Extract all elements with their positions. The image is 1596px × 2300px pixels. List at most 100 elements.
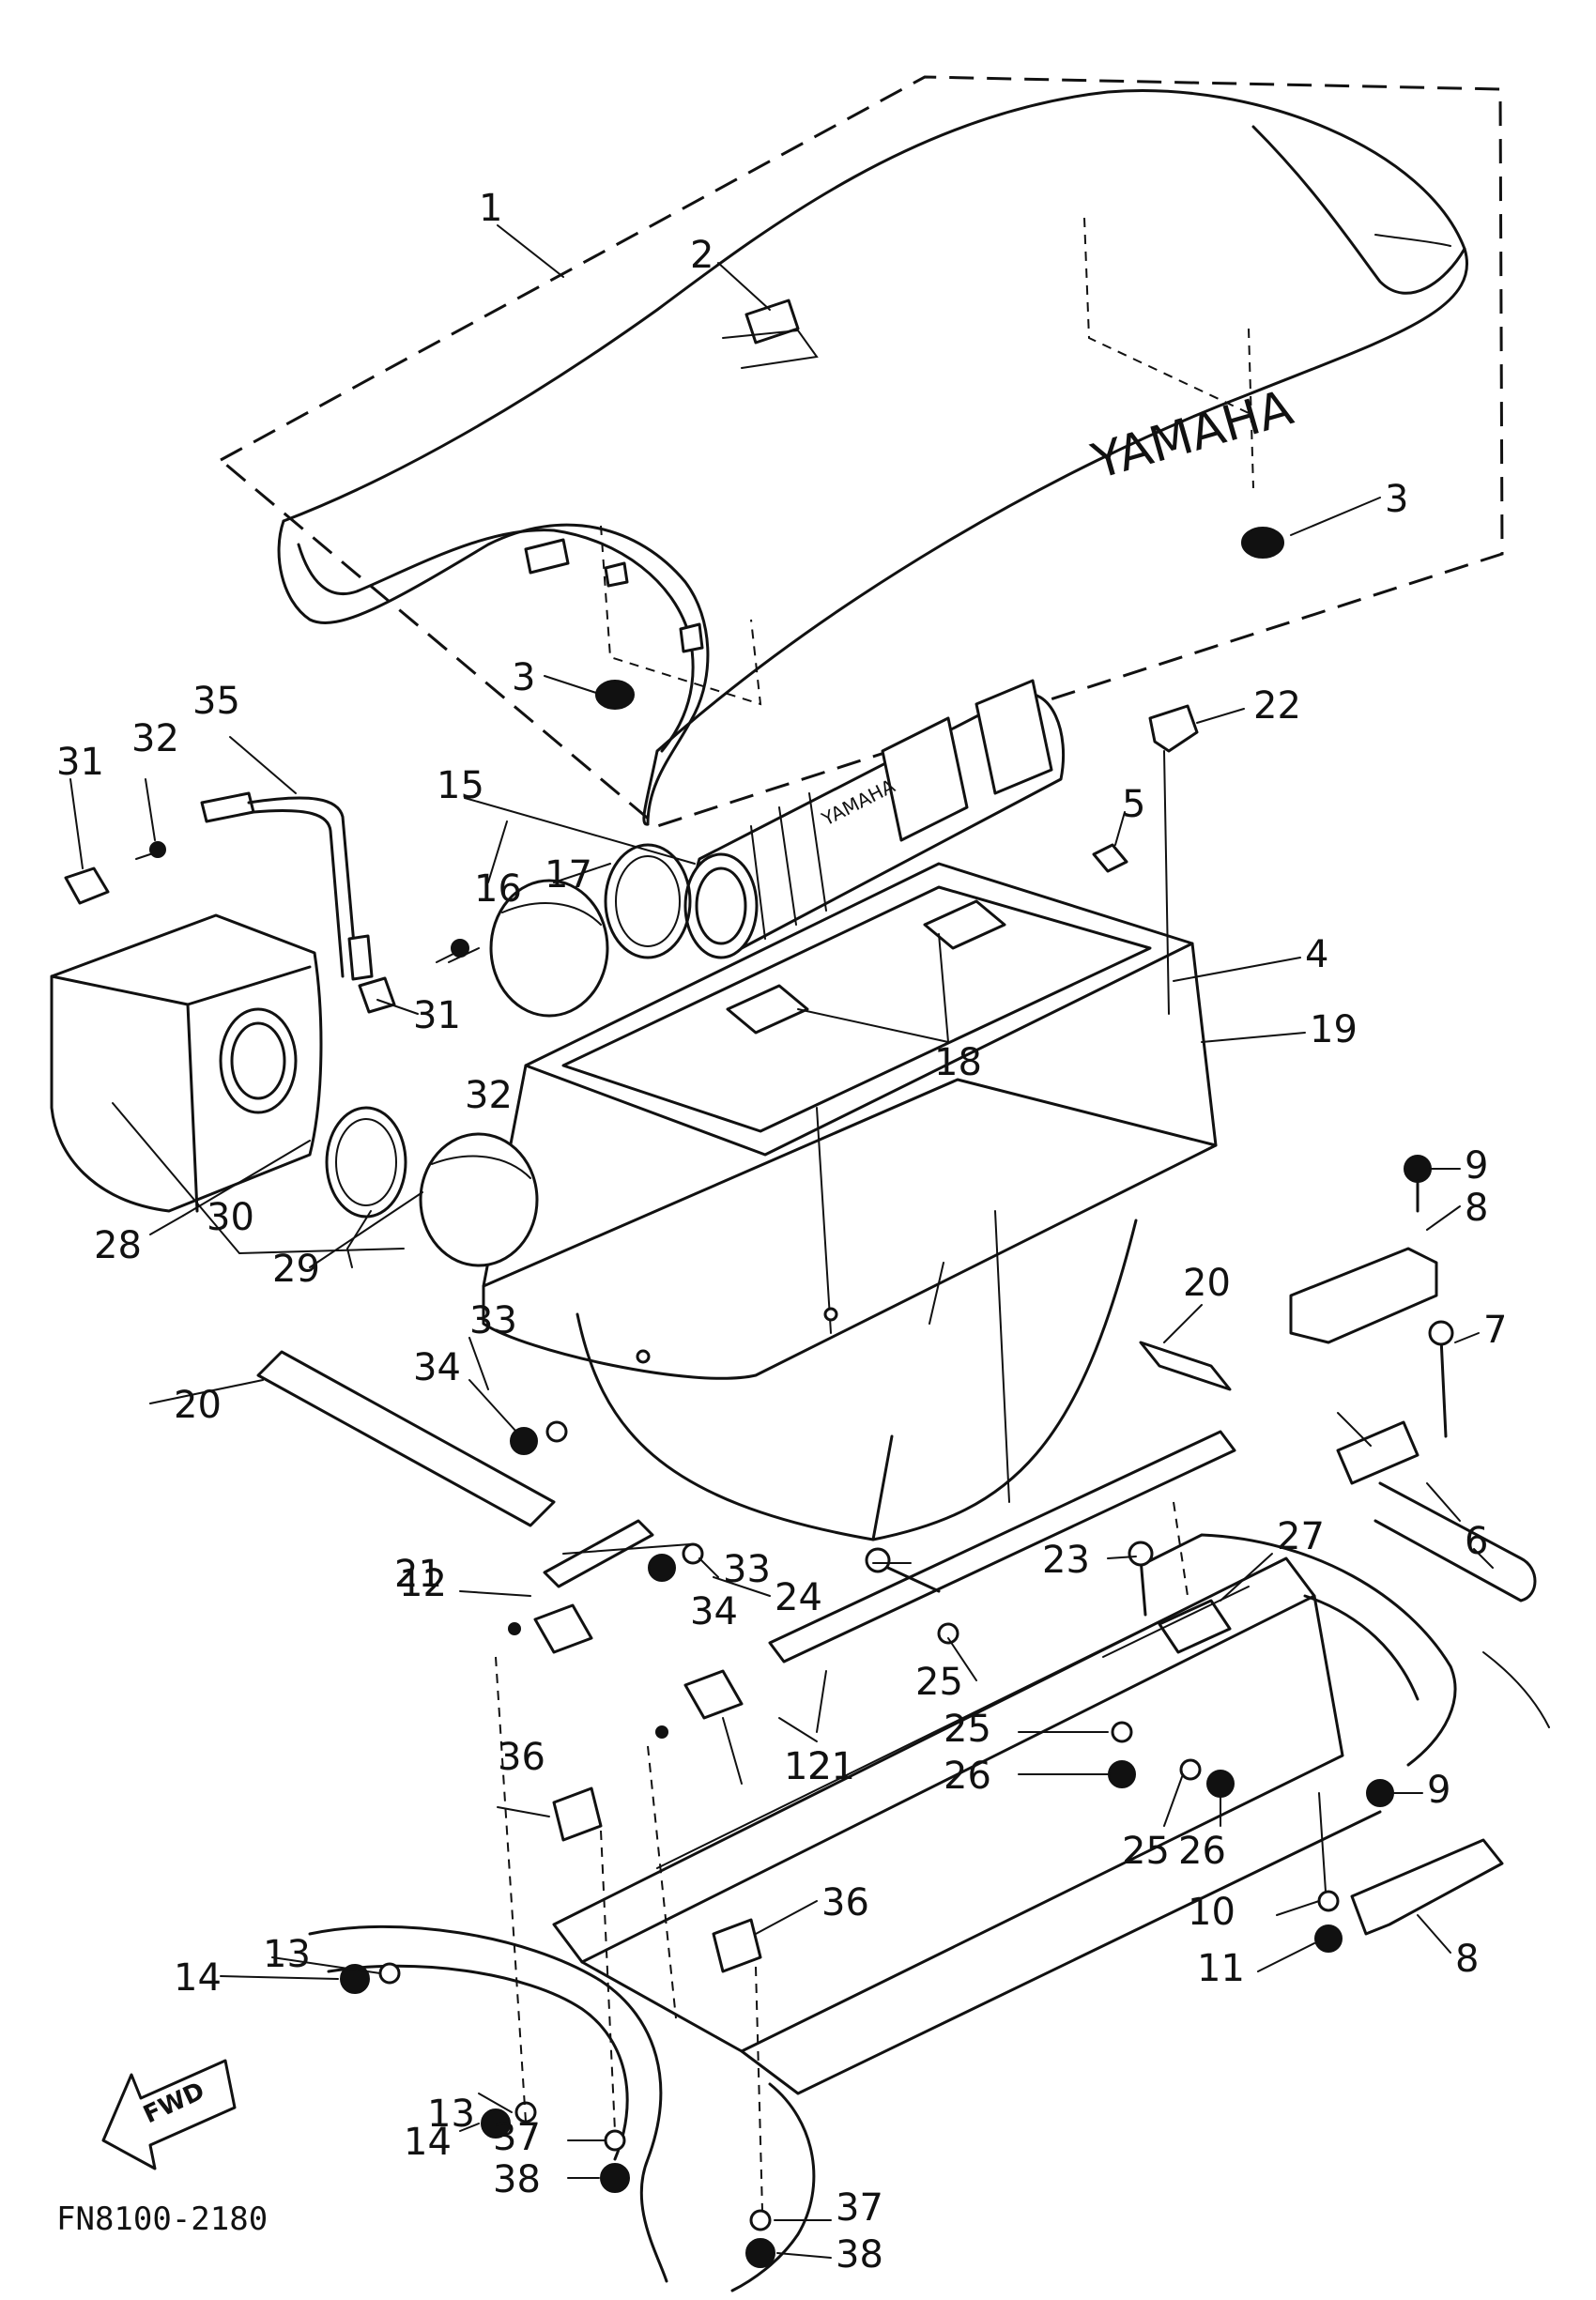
grommet-icon <box>1241 527 1284 559</box>
callout-11: 11 <box>1197 1947 1245 1990</box>
callout-13: 13 <box>263 1933 311 1976</box>
hull-frame <box>308 1247 1550 2292</box>
air-box <box>482 862 1218 1541</box>
callout-9: 9 <box>1465 1144 1488 1188</box>
callout-14: 14 <box>404 2121 452 2164</box>
callout-29: 29 <box>272 1248 320 1291</box>
callout-17: 17 <box>545 853 592 897</box>
callout-27: 27 <box>1277 1515 1325 1558</box>
strips <box>256 1341 1236 1664</box>
block-icon <box>552 1786 603 1842</box>
callout-36: 36 <box>498 1736 545 1779</box>
bolt-icon <box>865 1547 891 1573</box>
seat-brand-text: YAMAHA <box>1085 380 1299 491</box>
callout-19: 19 <box>1310 1008 1358 1051</box>
nut-icon <box>600 2163 630 2193</box>
washer-icon <box>937 1622 959 1645</box>
callout-7: 7 <box>1483 1309 1507 1352</box>
leader-lines <box>69 224 1494 2259</box>
intake-duct: YAMAHA <box>683 679 1066 959</box>
callout-37: 37 <box>493 2116 541 2159</box>
callout-14: 14 <box>174 1956 222 2000</box>
callout-1: 1 <box>479 187 502 230</box>
washer-icon <box>1111 1721 1133 1743</box>
callout-38: 38 <box>836 2233 883 2277</box>
callout-5: 5 <box>1122 783 1145 826</box>
callout-32: 32 <box>131 717 179 760</box>
callout-38: 38 <box>493 2158 541 2201</box>
washer-icon <box>378 1962 401 1985</box>
callout-3: 3 <box>1385 478 1408 521</box>
washer-icon <box>1317 1890 1340 1912</box>
callout-6: 6 <box>1465 1520 1488 1563</box>
washer-icon <box>682 1542 704 1565</box>
callout-35: 35 <box>192 680 240 723</box>
callout-36: 36 <box>821 1881 869 1924</box>
nut-icon <box>745 2238 775 2268</box>
callout-22: 22 <box>1253 684 1301 728</box>
callout-32: 32 <box>465 1074 513 1117</box>
callout-31: 31 <box>56 741 104 784</box>
callout-30: 30 <box>207 1196 254 1239</box>
clip-icon <box>1148 704 1199 753</box>
callout-20: 20 <box>1183 1262 1231 1305</box>
callout-25: 25 <box>944 1708 991 1751</box>
nut-icon <box>1206 1770 1235 1798</box>
callout-9: 9 <box>1427 1769 1450 1812</box>
nut-icon <box>648 1554 676 1582</box>
callout-16: 16 <box>474 867 522 911</box>
nut-icon <box>481 2108 511 2139</box>
callout-33: 33 <box>469 1299 517 1342</box>
washer-icon <box>1179 1758 1202 1781</box>
forward-arrow-icon <box>101 2059 237 2170</box>
washer-icon <box>604 2129 626 2152</box>
callout-10: 10 <box>1188 1891 1235 1934</box>
plate-icon <box>1158 1599 1232 1654</box>
grommet-icon <box>595 680 635 710</box>
nut-icon <box>340 1964 370 1994</box>
clip-icon <box>1092 843 1128 873</box>
callout-20: 20 <box>174 1384 222 1427</box>
callout-34: 34 <box>690 1590 738 1633</box>
callout-12: 12 <box>784 1745 832 1788</box>
callout-21: 21 <box>394 1553 442 1596</box>
bolt-icon <box>1404 1155 1432 1183</box>
callout-26: 26 <box>944 1755 991 1798</box>
callout-24: 24 <box>775 1576 822 1619</box>
nut-icon <box>1108 1760 1136 1788</box>
bolt-icon <box>1366 1779 1394 1807</box>
filter-case <box>50 843 692 1267</box>
callout-18: 18 <box>934 1041 982 1084</box>
washer-icon <box>545 1420 568 1443</box>
callout-25: 25 <box>915 1661 963 1704</box>
callout-31: 31 <box>413 994 461 1037</box>
seat-assembly: YAMAHA <box>218 75 1504 828</box>
nut-icon <box>510 1427 538 1455</box>
callout-4: 4 <box>1305 933 1328 976</box>
fasteners <box>340 1155 1454 2268</box>
block-icon <box>712 1918 762 1973</box>
bolt-icon <box>1128 1541 1154 1567</box>
callout-numbers: 1 2 3 3 4 5 6 7 8 8 9 9 10 11 12 12 13 1… <box>56 187 1507 2277</box>
callout-34: 34 <box>413 1346 461 1389</box>
callout-3: 3 <box>512 656 535 699</box>
callout-8: 8 <box>1455 1938 1479 1981</box>
callout-23: 23 <box>1042 1539 1090 1582</box>
washer-icon <box>749 2209 772 2231</box>
callout-2: 2 <box>690 234 714 277</box>
small-parts-upper <box>1092 704 1199 1015</box>
callout-25: 25 <box>1122 1830 1170 1873</box>
callout-37: 37 <box>836 2186 883 2230</box>
bracket-icon <box>683 1669 744 1720</box>
bracket-icon <box>533 1603 593 1654</box>
screw-icon <box>149 841 166 858</box>
nut-icon <box>1314 1924 1343 1953</box>
callout-26: 26 <box>1178 1830 1226 1873</box>
callout-12: 12 <box>399 1562 447 1605</box>
forward-arrow: FWD <box>101 2059 237 2170</box>
callout-13: 13 <box>427 2093 475 2136</box>
callout-21: 21 <box>807 1745 855 1788</box>
bolt-icon <box>1428 1320 1454 1346</box>
